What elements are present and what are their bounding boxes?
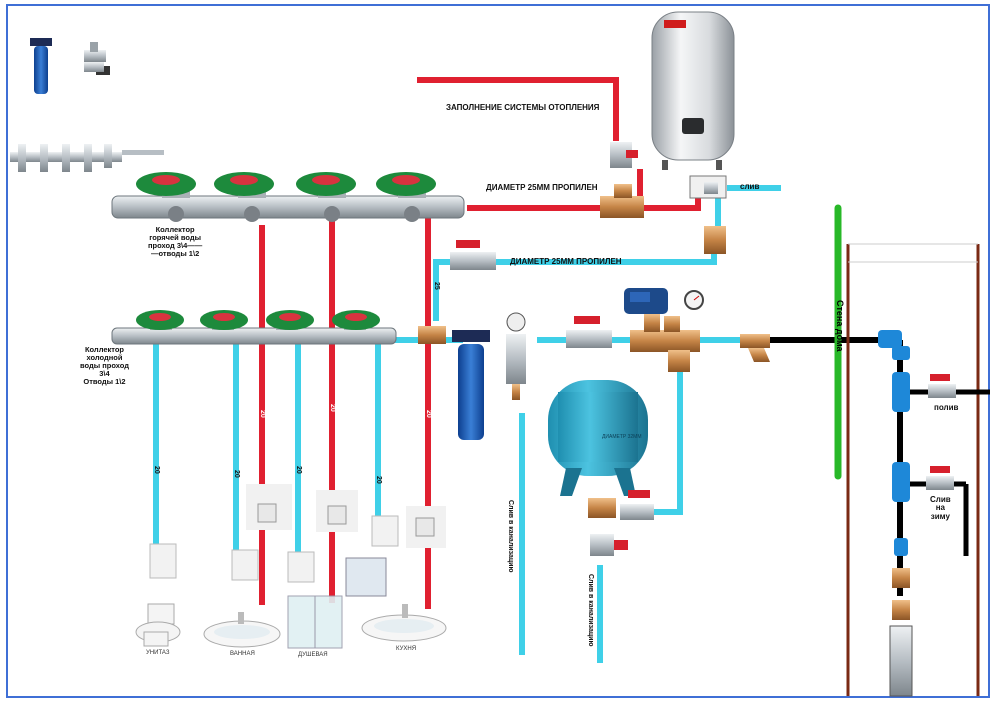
ball-valve-icon xyxy=(620,490,654,520)
diagram-frame xyxy=(6,4,990,698)
pipe-size-label: 20 xyxy=(329,404,336,412)
sewer-label-1: Слив в канализацию xyxy=(507,500,514,573)
hot-pipe-network xyxy=(259,77,701,609)
hot-manifold xyxy=(111,172,465,222)
fixture-valves xyxy=(149,484,446,597)
mesh-filter-icon xyxy=(506,312,526,400)
tank-label: ДИАМЕТР 32ММ xyxy=(602,434,642,440)
sink-icon xyxy=(203,612,281,648)
sink-icon xyxy=(361,604,447,642)
pipe-size-label: 20 xyxy=(295,466,302,474)
well-pipe xyxy=(878,330,990,620)
check-valve-icon xyxy=(689,175,727,199)
house-wall-label: Стена дома xyxy=(835,300,845,352)
ball-valve-icon xyxy=(450,240,496,270)
kitchen-label: КУХНЯ xyxy=(396,646,417,652)
pipe-size-label: 20 xyxy=(375,476,382,484)
hot-collector-label: Коллектор горячей воды проход 3\4—— —отв… xyxy=(148,225,203,258)
pipe-size-label: 20 xyxy=(233,470,240,478)
manifold-icon xyxy=(10,144,164,172)
diameter-label-top: ДИАМЕТР 25ММ ПРОПИЛЕН xyxy=(486,183,598,192)
boiler-icon xyxy=(651,11,735,170)
ball-valve-icon xyxy=(566,316,612,348)
toilet-icon xyxy=(135,603,181,647)
sewer-label-2: Слив в канализацию xyxy=(587,574,594,647)
water-filter-icon xyxy=(30,38,52,94)
toilet-label: УНИТАЗ xyxy=(146,650,170,656)
pressure-switch-icon xyxy=(624,288,668,314)
strainer-icon xyxy=(740,334,770,362)
sink-bath-label: ВАННАЯ xyxy=(230,651,255,657)
water-filter-icon xyxy=(452,330,490,440)
shower-label: ДУШЕВАЯ xyxy=(298,652,328,658)
pipe-size-label: 25 xyxy=(433,282,440,290)
ball-valve-icon xyxy=(84,42,110,75)
well-casing xyxy=(846,243,980,696)
diameter-label-mid: ДИАМЕТР 25ММ ПРОПИЛЕН xyxy=(510,257,622,266)
well-pump-icon xyxy=(889,625,913,697)
shower-cabin-icon xyxy=(287,595,343,649)
pipe-size-label: 20 xyxy=(259,410,266,418)
drain-valve-icon xyxy=(588,498,628,556)
winter-drain-label: Слив на зиму xyxy=(930,495,951,521)
cold-collector-label: Коллектор холодной воды проход 3\4 Отвод… xyxy=(80,345,129,386)
pipe-size-label: 20 xyxy=(425,410,432,418)
brass-coupling-icon xyxy=(704,226,726,254)
ball-valve-icon xyxy=(610,142,638,168)
brass-tee-icon xyxy=(600,184,644,218)
pipe-size-label: 20 xyxy=(153,466,160,474)
heating-fill-label: ЗАПОЛНЕНИЕ СИСТЕМЫ ОТОПЛЕНИЯ xyxy=(446,103,600,112)
cold-manifold xyxy=(111,310,446,345)
expansion-tank-icon xyxy=(548,380,648,496)
watering-label: полив xyxy=(934,403,959,412)
drain-label-top: слив xyxy=(740,182,760,191)
pressure-gauge-icon xyxy=(684,290,704,310)
five-way-fitting-icon xyxy=(630,314,700,372)
